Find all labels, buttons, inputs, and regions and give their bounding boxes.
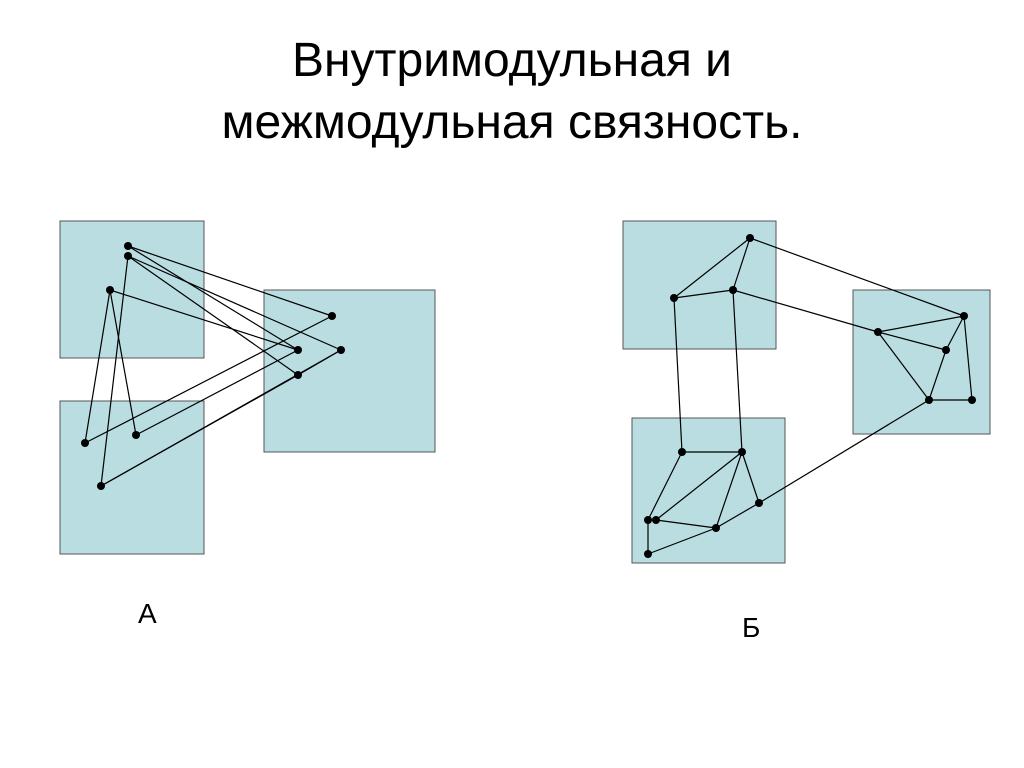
node bbox=[942, 346, 950, 354]
edge bbox=[647, 527, 717, 555]
module-a-right bbox=[263, 289, 436, 453]
node bbox=[97, 482, 105, 490]
node bbox=[678, 448, 686, 456]
edge bbox=[732, 237, 751, 291]
node bbox=[294, 371, 302, 379]
edge bbox=[673, 289, 734, 299]
edge bbox=[647, 451, 683, 521]
module-a-bottom-left bbox=[59, 400, 205, 555]
slide-title: Внутримодульная и межмодульная связность… bbox=[0, 30, 1024, 154]
edge bbox=[100, 374, 299, 487]
edge bbox=[877, 315, 965, 333]
edges-a bbox=[84, 245, 342, 487]
node bbox=[132, 431, 140, 439]
node bbox=[968, 396, 976, 404]
node bbox=[712, 524, 720, 532]
caption-b: Б bbox=[742, 612, 761, 643]
edges-b bbox=[647, 237, 973, 555]
node bbox=[925, 396, 933, 404]
edge bbox=[84, 289, 111, 444]
edge bbox=[673, 297, 683, 453]
module-b-bottom-left bbox=[631, 417, 786, 564]
module-b-top-left bbox=[622, 220, 777, 350]
edge bbox=[297, 349, 342, 376]
node bbox=[738, 448, 746, 456]
node bbox=[81, 439, 89, 447]
node bbox=[960, 312, 968, 320]
node bbox=[124, 242, 132, 250]
edge bbox=[732, 289, 743, 453]
caption-a: А bbox=[138, 598, 157, 629]
edge bbox=[673, 237, 751, 299]
edge bbox=[655, 519, 717, 529]
module-b-right bbox=[852, 289, 991, 435]
diagram-a bbox=[59, 220, 436, 555]
edge bbox=[655, 451, 743, 521]
edge bbox=[928, 349, 947, 401]
edge bbox=[127, 245, 299, 351]
title-line-2: межмодульная связность. bbox=[221, 96, 803, 149]
edge bbox=[127, 255, 342, 351]
edge bbox=[715, 502, 760, 529]
edge bbox=[749, 237, 965, 317]
edge bbox=[84, 315, 333, 444]
edge bbox=[758, 399, 930, 504]
edge bbox=[715, 451, 743, 529]
node bbox=[644, 516, 652, 524]
node bbox=[874, 328, 882, 336]
nodes-b bbox=[644, 234, 976, 558]
title-line-1: Внутримодульная и bbox=[292, 34, 732, 87]
edge bbox=[135, 349, 299, 436]
edge bbox=[127, 255, 299, 376]
node bbox=[337, 346, 345, 354]
edge bbox=[877, 331, 930, 401]
nodes-a bbox=[81, 242, 345, 490]
node bbox=[644, 550, 652, 558]
edge bbox=[109, 289, 137, 436]
edge bbox=[100, 255, 129, 487]
edge bbox=[127, 245, 333, 317]
node bbox=[755, 499, 763, 507]
module-a-top-left bbox=[59, 220, 205, 359]
diagram-b bbox=[622, 220, 991, 564]
node bbox=[124, 252, 132, 260]
edge bbox=[732, 289, 879, 333]
edge bbox=[945, 315, 965, 351]
node bbox=[328, 312, 336, 320]
edge bbox=[109, 289, 299, 351]
edge bbox=[741, 451, 760, 504]
node bbox=[652, 516, 660, 524]
edge bbox=[963, 315, 973, 401]
node bbox=[294, 346, 302, 354]
node bbox=[746, 234, 754, 242]
node bbox=[729, 286, 737, 294]
edge bbox=[877, 331, 947, 351]
node bbox=[670, 294, 678, 302]
node bbox=[106, 286, 114, 294]
